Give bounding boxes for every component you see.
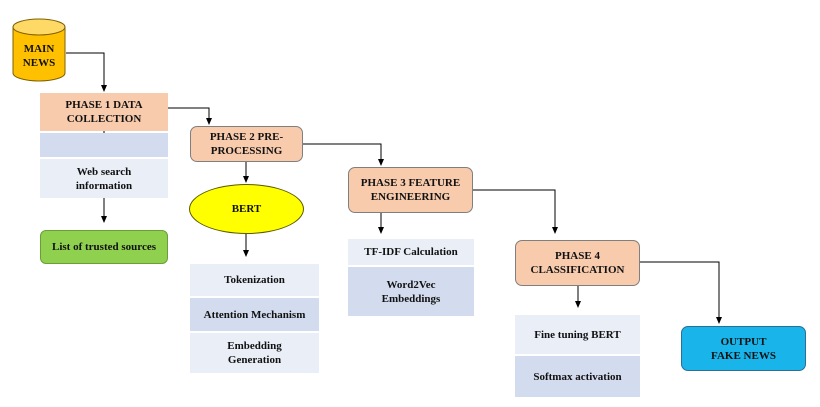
embedding-box: Embedding Generation — [190, 333, 319, 373]
bert-ellipse: BERT — [189, 184, 304, 234]
main-news-cylinder: MAIN NEWS — [12, 18, 66, 82]
fine-tuning-box: Fine tuning BERT — [515, 315, 640, 354]
softmax-box: Softmax activation — [515, 356, 640, 397]
output-box: OUTPUT FAKE NEWS — [681, 326, 806, 371]
main-news-label: MAIN NEWS — [22, 43, 56, 69]
arrow-main-to-phase1 — [66, 52, 107, 92]
attention-box: Attention Mechanism — [190, 298, 319, 331]
phase1-box: PHASE 1 DATA COLLECTION — [40, 93, 168, 131]
trusted-sources-box: List of trusted sources — [40, 230, 168, 264]
word2vec-box: Word2Vec Embeddings — [348, 267, 474, 316]
cylinder-shape — [12, 18, 66, 82]
arrow-phase1-to-phase2 — [168, 107, 212, 125]
arrow-phase2-to-phase3 — [303, 143, 384, 166]
tokenization-box: Tokenization — [190, 264, 319, 296]
arrow-phase3-to-phase4 — [473, 189, 558, 234]
phase1-spacer — [40, 133, 168, 157]
phase3-box: PHASE 3 FEATURE ENGINEERING — [348, 167, 473, 213]
tfidf-box: TF-IDF Calculation — [348, 239, 474, 265]
arrow-phase4-to-output — [640, 261, 722, 324]
web-search-box: Web search information — [40, 159, 168, 198]
phase4-box: PHASE 4 CLASSIFICATION — [515, 240, 640, 286]
phase2-box: PHASE 2 PRE- PROCESSING — [190, 126, 303, 162]
